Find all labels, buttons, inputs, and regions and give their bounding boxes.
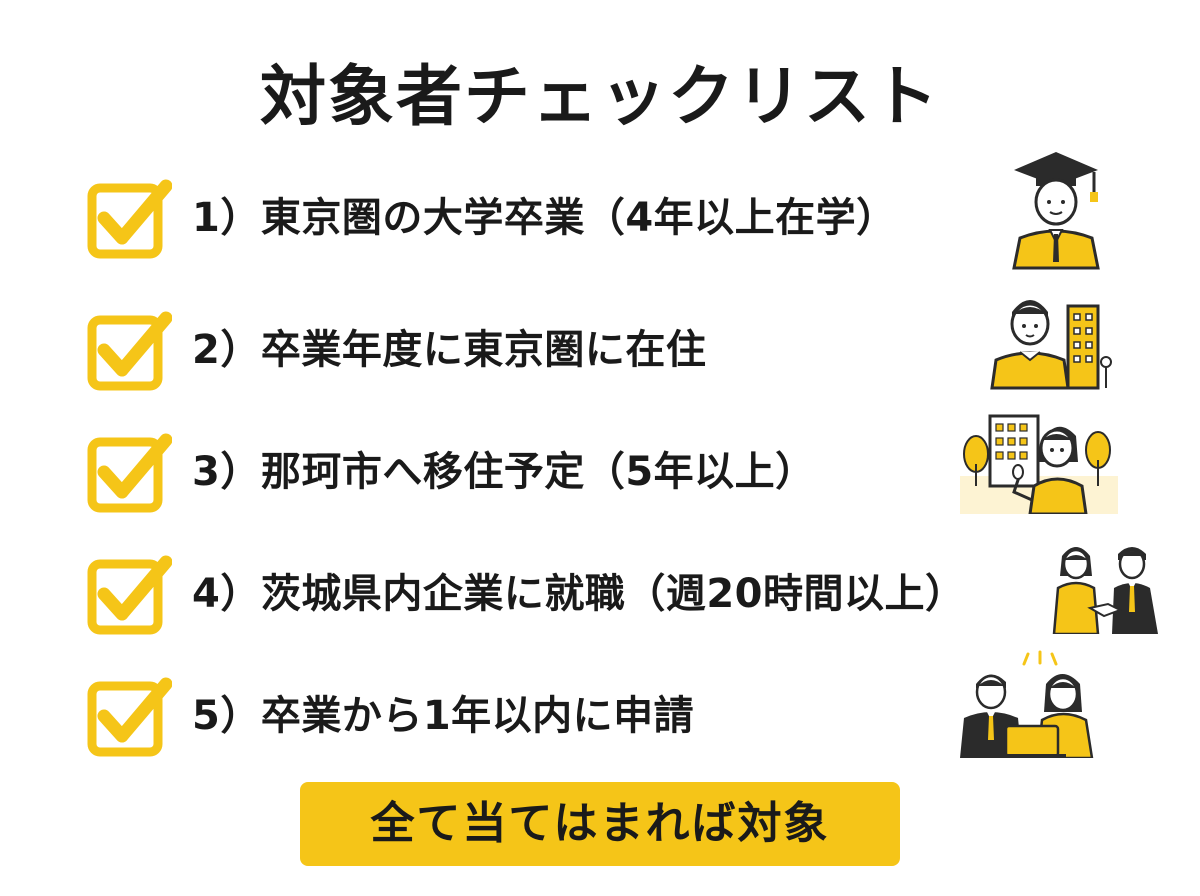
page-title: 対象者チェックリスト [260, 58, 940, 135]
checkbox-checked-icon [87, 555, 172, 635]
checklist-item-label: 1）東京圏の大学卒業（4年以上在学） [192, 195, 897, 241]
eligibility-banner: 全て当てはまれば対象 [300, 782, 900, 866]
checklist-item-label: 5）卒業から1年以内に申請 [192, 693, 695, 739]
resident-city-illustration [990, 300, 1112, 390]
checkbox-checked-icon [87, 179, 172, 259]
graduate-illustration [1012, 152, 1100, 270]
checklist-item-label: 3）那珂市へ移住予定（5年以上） [192, 449, 816, 495]
checkbox-checked-icon [87, 677, 172, 757]
list-item: 3）那珂市へ移住予定（5年以上） [0, 414, 1200, 524]
checkbox-checked-icon [87, 311, 172, 391]
list-item: 2）卒業年度に東京圏に在住 [0, 300, 1200, 402]
list-item: 4）茨城県内企業に就職（週20時間以上） [0, 546, 1200, 646]
list-item: 1）東京圏の大学卒業（4年以上在学） [0, 152, 1200, 270]
handshake-illustration [1052, 547, 1158, 634]
list-item: 5）卒業から1年以内に申請 [0, 650, 1200, 768]
relocation-town-illustration [960, 414, 1118, 514]
application-laptop-illustration [960, 650, 1094, 758]
checkbox-checked-icon [87, 433, 172, 513]
checklist-item-label: 2）卒業年度に東京圏に在住 [192, 327, 707, 373]
checklist-item-label: 4）茨城県内企業に就職（週20時間以上） [192, 571, 966, 617]
